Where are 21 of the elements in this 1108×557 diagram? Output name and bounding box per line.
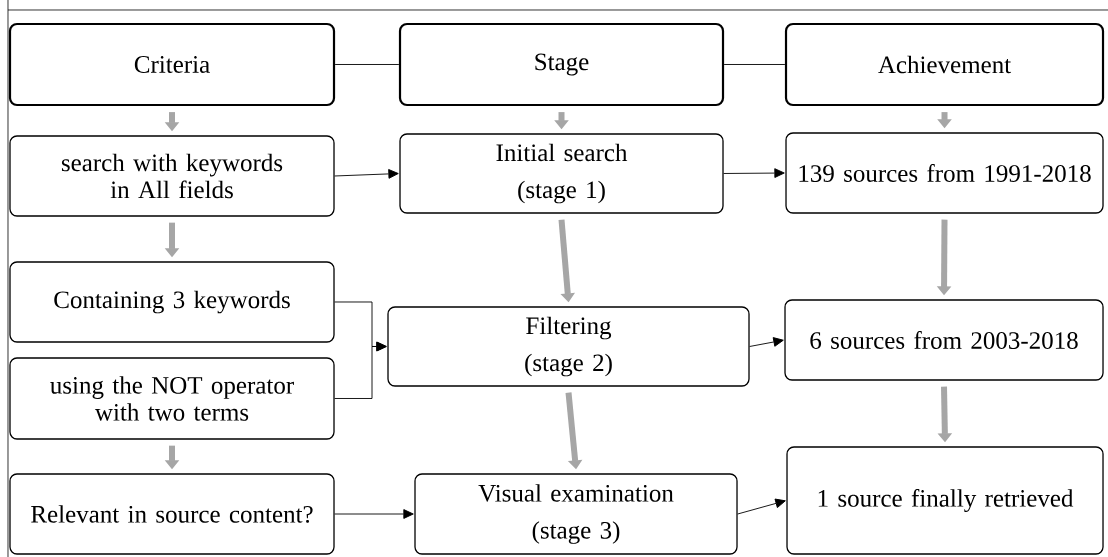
- process-box: 6 sources from 2003-2018: [784, 299, 1104, 381]
- process-box: Containing 3 keywords: [9, 261, 335, 343]
- header-box: Achievement: [784, 22, 1105, 107]
- connector-line: [723, 64, 786, 65]
- connector-line: [334, 64, 400, 65]
- header-box: Stage: [398, 22, 725, 107]
- process-box: 1 source finally retrieved: [786, 446, 1104, 555]
- arrow: [334, 341, 387, 399]
- process-box: using the NOT operator with two terms: [9, 357, 335, 440]
- process-box: Relevant in source content?: [9, 473, 335, 555]
- process-box: Visual examination (stage 3): [414, 473, 738, 555]
- arrow: [334, 509, 414, 519]
- arrow: [723, 168, 785, 178]
- arrow: [334, 169, 399, 179]
- arrow: [749, 337, 784, 347]
- process-box: search with keywords in All fields: [9, 135, 335, 217]
- process-box: 139 sources from 1991-2018: [785, 132, 1104, 214]
- header-box: Criteria: [8, 22, 336, 107]
- arrow: [737, 498, 786, 515]
- process-box: Initial search (stage 1): [399, 133, 724, 214]
- process-box: Filtering (stage 2): [387, 306, 750, 387]
